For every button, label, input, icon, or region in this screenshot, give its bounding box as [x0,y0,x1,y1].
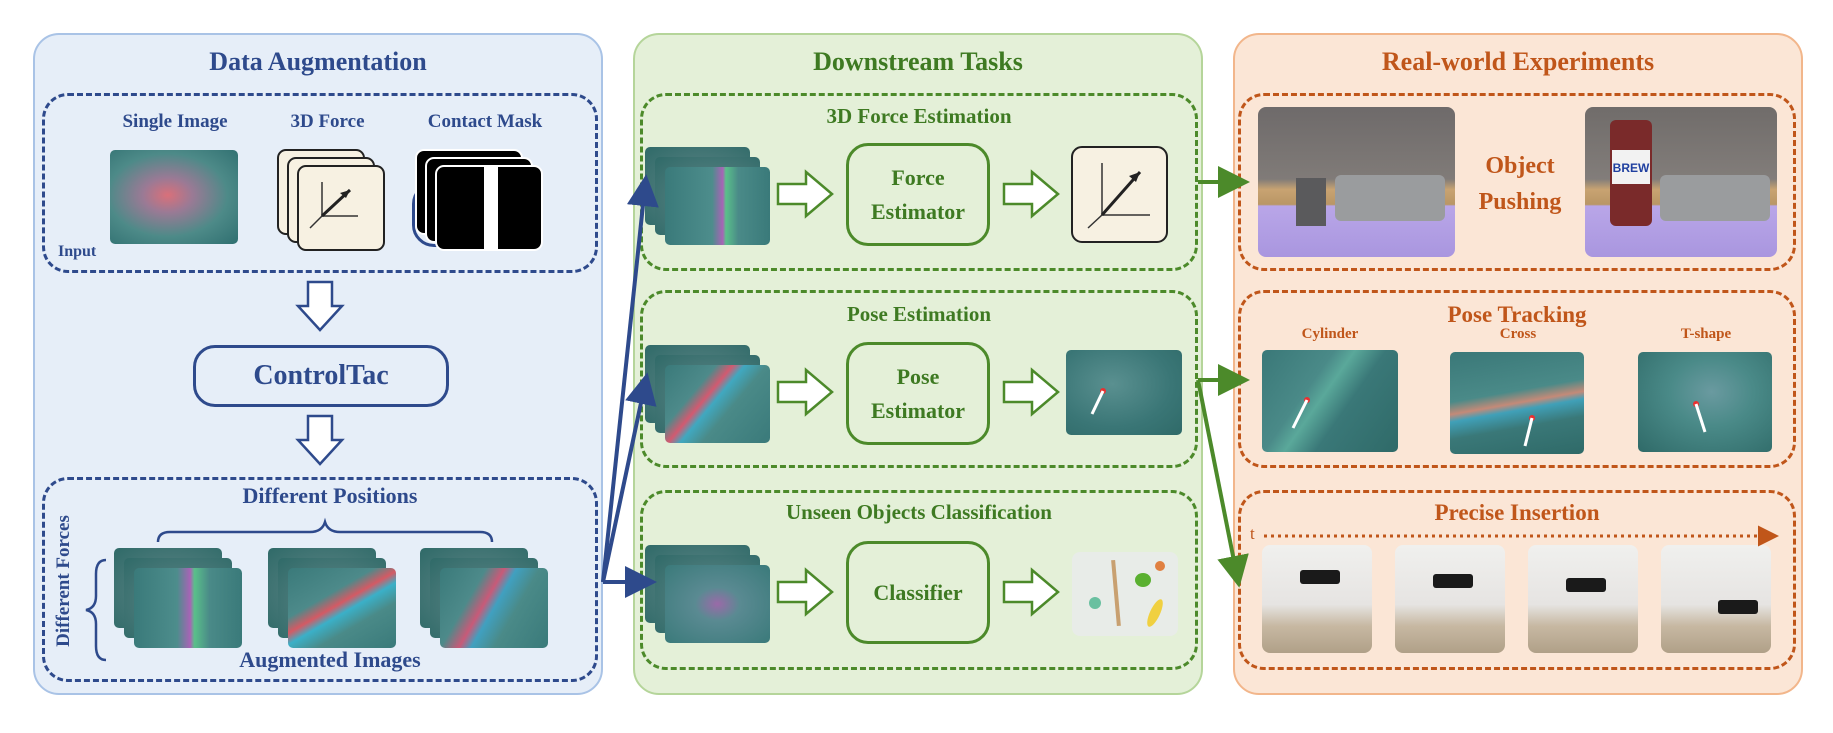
pose-output-image [1066,350,1182,435]
task-flow-arrows [776,169,1060,617]
task3-title: Unseen Objects Classification [786,500,1052,524]
task2-title: Pose Estimation [846,302,992,326]
data-augmentation-title: Data Augmentation [209,47,427,76]
time-label: t [1250,524,1255,543]
downstream-tasks-title: Downstream Tasks [813,47,1023,76]
pose-tracking-title: Pose Tracking [1447,302,1587,327]
positions-brace [156,517,494,543]
pose-vectors [1090,388,1707,447]
object-pushing-line2: Pushing [1478,189,1562,215]
input-label: Input [58,243,97,260]
insertion-frame-4 [1661,545,1771,653]
force-estimator-line2: Estimator [870,198,966,224]
pose-estimator-box: Pose Estimator [846,342,990,445]
aug-stack2-front [288,568,396,648]
cylinder-label: Cylinder [1301,326,1359,342]
pushing-details [1296,120,1770,226]
aug-stack3-front [440,568,548,648]
input-box [42,93,598,273]
cross-label: Cross [1499,326,1537,342]
force-cards [277,149,385,251]
augmented-images-label: Augmented Images [239,647,421,672]
controltac-model-box: ControlTac [193,345,449,407]
classifier-box: Classifier [846,541,990,644]
forces-brace [85,558,107,662]
insertion-frame-1 [1262,545,1372,653]
insertion-title: Precise Insertion [1434,500,1600,525]
single-image-label: Single Image [122,111,228,132]
single-tactile-image [110,150,238,244]
contact-mask-cards [415,149,543,251]
force-estimator-line1: Force [891,164,945,190]
cylinder-tracking-image [1262,350,1398,452]
tshape-tracking-image [1638,352,1772,452]
tasks-to-realworld-arrows [1196,166,1250,588]
different-positions-label: Different Positions [242,483,418,508]
force-estimator-box: Force Estimator [846,143,990,246]
aug-stack1-front [134,568,242,648]
object-pushing-label: Object Pushing [1455,148,1585,220]
force-output-card [1071,146,1168,243]
contact-mask-label: Contact Mask [427,111,543,132]
objects-icons [1089,559,1165,627]
force-3d-label: 3D Force [290,111,365,132]
real-world-title: Real-world Experiments [1381,47,1655,76]
down-arrow-2 [295,414,345,466]
augmented-images-box [42,477,598,682]
down-arrow-1 [295,280,345,332]
pose-estimator-line2: Estimator [870,397,966,423]
augment-to-tasks-arrows [601,174,659,598]
object-pushing-line1: Object [1485,153,1555,179]
t2-stack-front [665,365,770,443]
tshape-label: T-shape [1680,326,1732,342]
t3-stack-front [665,565,770,643]
insertion-frame-2 [1395,545,1505,653]
task1-title: 3D Force Estimation [826,104,1012,128]
cross-tracking-image [1450,352,1584,454]
insertion-frame-3 [1528,545,1638,653]
t1-stack-front [665,167,770,245]
insertion-details [1300,570,1758,614]
bottle-label: BREW [1613,161,1650,175]
pose-estimator-line1: Pose [896,363,940,389]
